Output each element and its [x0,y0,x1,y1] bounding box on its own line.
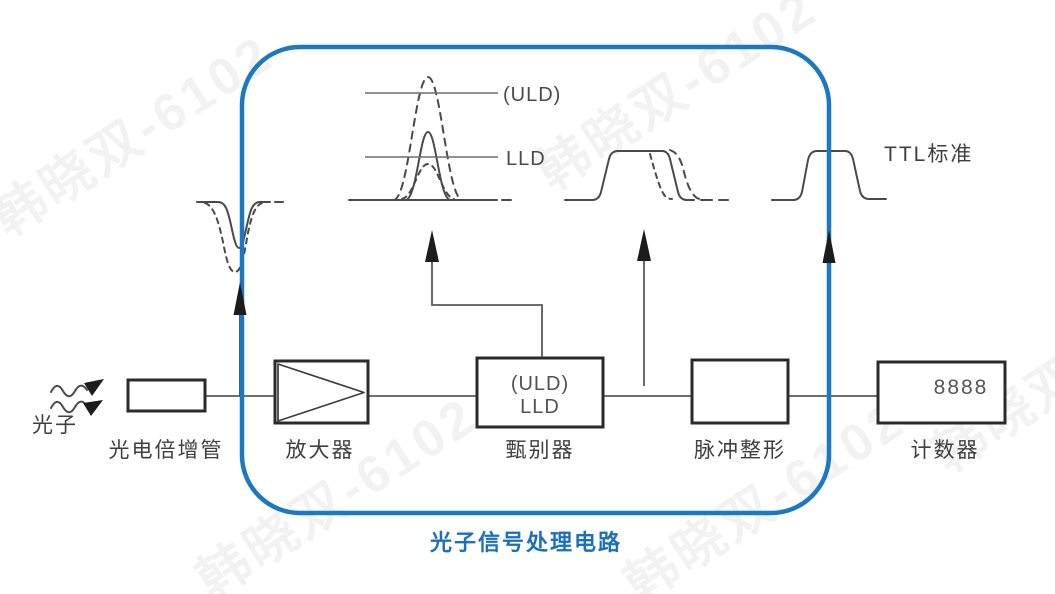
trapezoid-dashed-fall-2 [669,149,711,201]
pulse-shaper-box [690,358,790,425]
ttl-standard-label: TTL标准 [884,143,973,166]
probe-arrows [233,229,836,386]
photon-arrowhead-bottom [83,400,103,416]
waveform-pmt-pulse [196,201,284,273]
pmt-box [126,378,207,413]
diagram-caption: 光子信号处理电路 [429,530,622,555]
waveform-shaper-input [564,149,729,201]
gaussian-solid [405,131,451,201]
photon-wavy-arrow-top [50,384,88,398]
arrowhead-pmt-waveform [233,282,247,315]
watermark-text: 韩晓双-6102 [527,0,828,202]
arrowhead-ttl-waveform [822,230,836,263]
amplifier-label: 放大器 [286,439,355,462]
discriminator-label: 甄别器 [506,439,575,462]
gaussian-tall-dashed [393,76,463,201]
photon-wavy-arrow-bottom [50,400,88,414]
pmt-pulse-solid [196,201,271,249]
discriminator-box [475,356,605,429]
arrow-line-discriminator-waveform [431,248,543,357]
pmt-pulse-dashed [204,202,263,273]
counter-display: 8888 [934,376,989,399]
amplifier-triangle-icon [277,363,365,422]
block-counter: 8888 计数器 [876,360,1007,462]
photon-input-arrows [50,379,104,416]
discriminator-uld-text: (ULD) [511,373,569,395]
photon-label: 光子 [32,414,78,437]
block-pmt: 光电倍增管 [109,378,224,462]
arrowhead-shaper-waveform [637,229,651,261]
trapezoid-solid [564,150,695,201]
uld-annotation: (ULD) [503,84,561,106]
block-amplifier: 放大器 [273,359,370,462]
block-pulse-shaper: 脉冲整形 [690,358,790,462]
block-discriminator: (ULD) LLD 甄别器 [475,356,605,462]
photon-arrowhead-top [84,379,104,396]
counter-box [876,360,1007,425]
processing-circuit-frame [239,44,832,516]
pulse-shaper-label: 脉冲整形 [694,439,786,462]
waveform-discriminator-levels: (ULD) LLD [348,76,561,201]
pmt-label: 光电倍增管 [109,439,224,462]
trapezoid-dashed-fall-1 [649,153,673,200]
lld-annotation: LLD [506,148,546,170]
discriminator-lld-text: LLD [520,396,560,418]
gaussian-small-dashed [401,163,455,200]
counter-label: 计数器 [911,439,980,462]
amplifier-box [273,359,370,425]
arrowhead-discriminator-waveform [425,230,439,262]
